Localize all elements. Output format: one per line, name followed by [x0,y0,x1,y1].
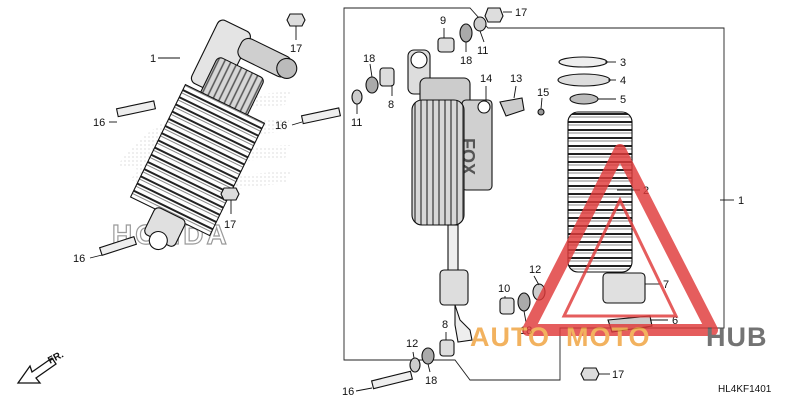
callout-5: 5 [620,94,626,106]
assembled-shock-absorber [129,19,298,251]
screw-15 [537,108,545,116]
adjuster-knob-13 [499,97,525,117]
upper-bushing-9 [437,37,455,53]
callout-1-right: 1 [738,195,744,207]
front-label: FR. [46,349,66,366]
callout-10: 10 [498,283,510,295]
diagram-code: HL4KF1401 [718,384,772,395]
spring-seat-washer [557,73,611,87]
callout-7: 7 [663,279,669,291]
collar-11-upper [473,16,487,32]
callout-18-left: 18 [363,53,375,65]
callout-16-low-left: 16 [73,253,85,265]
bolt-16-upper [300,107,342,125]
callout-13: 13 [510,73,522,85]
spring-collar [569,93,599,105]
o-ring-14 [477,100,491,114]
callout-11-left: 11 [351,117,362,129]
callout-17-bottom: 17 [612,369,624,381]
lower-bushing-10 [499,297,515,315]
collar-11-left [351,89,363,105]
callout-16-upper: 16 [275,120,287,132]
warning-triangle-icon [522,144,718,336]
dust-seal-18-upper [459,23,473,43]
front-arrow-icon [16,357,57,384]
dust-seal-18-bottom [421,347,435,365]
callout-1-left: 1 [150,53,156,65]
bolt-16-bottom [370,370,414,390]
front-direction-marker: FR. [16,349,66,384]
callout-17-top-left: 17 [290,43,302,55]
bushing-8-upper [379,67,395,87]
callout-14: 14 [480,73,492,85]
bolt-16-mid-left [115,100,157,118]
logo-word-hub: HUB [706,322,768,352]
bolt-16-low-left [98,235,138,257]
callout-6: 6 [672,315,678,327]
logo-word-auto: AUTO [470,322,550,352]
nut-17-top-left [286,13,306,27]
bushing-8-lower [439,339,455,357]
spring-lower-seat [602,272,646,304]
callout-16-mid-left: 16 [93,117,105,129]
nut-17-mid-left [220,187,240,201]
callout-8-upper: 8 [388,99,394,111]
callout-4: 4 [620,75,626,87]
nut-17-upper [484,7,504,23]
dust-seal-18-lower-right [517,292,531,312]
callout-18-upper: 18 [460,55,472,67]
shock-damper-body: FOX [407,49,493,343]
callout-12-right: 12 [529,264,541,276]
callout-18-bottom: 18 [425,375,437,387]
spring-guide-ring [558,56,608,68]
collar-12-bottom [409,357,421,373]
callout-17-mid-left: 17 [224,219,236,231]
callout-9: 9 [440,15,446,27]
logo-word-moto: MOTO [566,322,651,352]
automotohub-watermark: AUTO MOTO HUB [470,144,768,352]
callout-8-lower: 8 [442,319,448,331]
nut-17-bottom [580,367,600,381]
callout-16-bottom: 16 [342,386,354,398]
leader-lines [89,11,734,392]
dust-seal-18-left [365,76,379,94]
callout-15: 15 [537,87,549,99]
callout-11-upper: 11 [477,45,488,57]
callout-12-bottom: 12 [406,338,418,350]
callout-17-upper: 17 [515,7,527,19]
callout-3: 3 [620,57,626,69]
